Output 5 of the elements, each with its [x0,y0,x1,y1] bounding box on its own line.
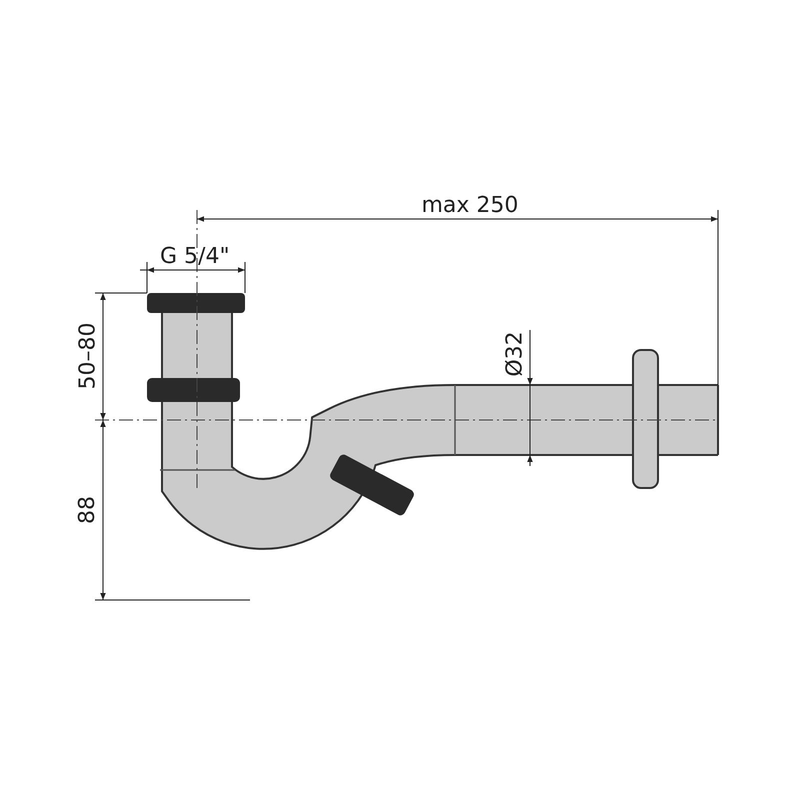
dimension-label: G 5/4" [160,246,230,268]
dimension-label: max 250 [422,195,518,217]
dimension-label: 50–80 [77,322,99,390]
dimension-label: 88 [77,496,99,524]
dimension-label: Ø32 [504,331,526,377]
